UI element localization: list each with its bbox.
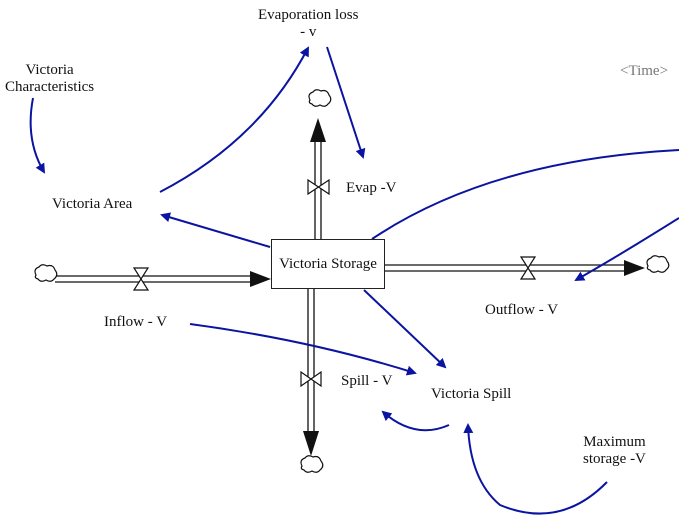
flow-pipe-spill: [307, 289, 315, 433]
cloud-icon-evap-sink: [308, 89, 332, 107]
outflow-arrowhead: [624, 260, 645, 276]
victoria-characteristics-variable[interactable]: Victoria Characteristics: [5, 62, 95, 95]
victoria-storage-stock[interactable]: Victoria Storage: [271, 239, 385, 289]
cloud-icon-spill-sink: [300, 455, 324, 473]
inflow-flow-label[interactable]: Inflow - V: [104, 314, 168, 330]
link-area-to-evaporation-loss: [159, 46, 309, 193]
inflow-arrowhead: [250, 271, 271, 287]
cloud-icon-outflow-sink: [646, 255, 670, 273]
spill-arrowhead: [303, 431, 319, 456]
evap-valve-icon: [307, 178, 330, 196]
evap-arrowhead: [310, 118, 326, 142]
flow-pipe-outflow: [385, 264, 626, 272]
link-storage-to-victoria-spill: [363, 289, 447, 369]
link-maxstorage-to-victoria-spill: [463, 423, 608, 515]
evap-flow-label[interactable]: Evap -V: [346, 180, 397, 196]
maximum-storage-variable[interactable]: Maximum storage -V: [583, 434, 646, 467]
cloud-icon-inflow-source: [34, 264, 58, 282]
victoria-area-variable[interactable]: Victoria Area: [52, 196, 133, 212]
victoria-spill-variable[interactable]: Victoria Spill: [431, 386, 512, 402]
time-shadow-variable[interactable]: <Time>: [620, 63, 669, 79]
link-victoria-spill-to-spill: [381, 410, 450, 432]
link-inflow-to-victoria-spill: [189, 323, 417, 376]
flow-pipe-inflow: [55, 275, 252, 283]
spill-valve-icon: [300, 370, 322, 388]
link-time-curve: [371, 149, 679, 240]
flow-pipe-evap: [314, 140, 322, 239]
link-evaporation-loss-to-evap: [326, 46, 366, 159]
link-to-outflow: [574, 217, 679, 281]
link-storage-to-area: [160, 212, 271, 248]
spill-flow-label[interactable]: Spill - V: [341, 373, 393, 389]
link-characteristics-to-area: [29, 97, 46, 174]
outflow-valve-icon: [519, 256, 537, 280]
outflow-flow-label[interactable]: Outflow - V: [485, 302, 559, 318]
inflow-valve-icon: [132, 267, 150, 291]
stock-label: Victoria Storage: [279, 255, 377, 272]
evaporation-loss-variable[interactable]: Evaporation loss - v: [258, 7, 359, 40]
